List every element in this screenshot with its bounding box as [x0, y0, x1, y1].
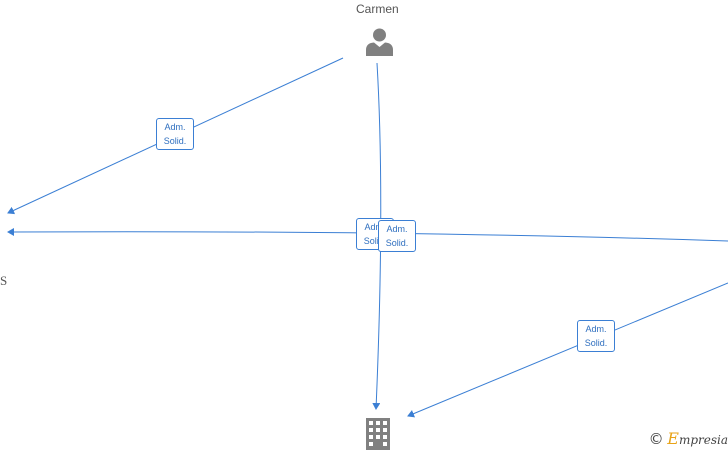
- building-icon[interactable]: [366, 418, 390, 450]
- edge-label-line2: Solid.: [163, 136, 187, 146]
- edge-label[interactable]: Adm. Solid.: [577, 320, 615, 352]
- edge-label[interactable]: Adm. Solid.: [378, 220, 416, 252]
- person-icon[interactable]: [365, 27, 394, 56]
- brand-watermark: © Empresia: [649, 429, 728, 449]
- person-name-label: Carmen: [356, 2, 399, 16]
- edge-label-line1: Adm.: [364, 222, 386, 232]
- edge-label-line2: Solid.: [584, 338, 608, 348]
- copyright-symbol: ©: [648, 430, 664, 448]
- edge-label-line2: Solid.: [363, 236, 387, 246]
- edge-label-line1: Adm.: [585, 324, 607, 334]
- edge-label-line1: Adm.: [164, 122, 186, 132]
- edge-label-line1: Adm.: [386, 224, 408, 234]
- edge-label[interactable]: Adm. Solid.: [156, 118, 194, 150]
- partial-node-label: S: [0, 273, 8, 288]
- brand-logo-text: mpresia: [678, 433, 728, 447]
- edge-label-line2: Solid.: [385, 238, 409, 248]
- edge-right-to-company: [407, 282, 728, 418]
- brand-logo-initial: E: [667, 429, 679, 448]
